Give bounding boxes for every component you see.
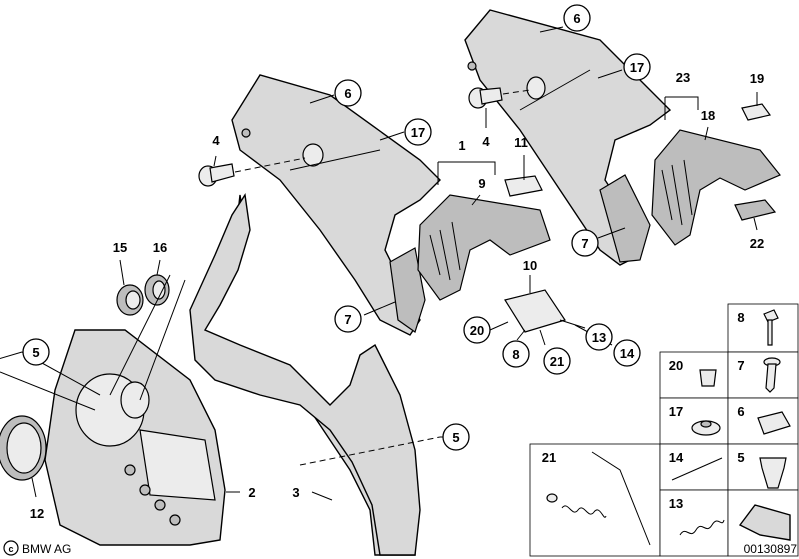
svg-text:5: 5: [452, 430, 459, 445]
grid-label-6: 6: [737, 404, 744, 419]
svg-text:13: 13: [592, 330, 606, 345]
label-9: 9: [478, 176, 485, 191]
label-22: 22: [750, 236, 764, 251]
parts-grid: 8 20 7 17 6 21 14 5 13: [529, 303, 799, 557]
svg-text:14: 14: [620, 346, 635, 361]
cover-19: [741, 103, 772, 121]
svg-text:6: 6: [573, 11, 580, 26]
copyright-icon: [3, 540, 19, 556]
side-panel-3: [189, 193, 421, 556]
svg-text:7: 7: [581, 236, 588, 251]
front-panel-2: [44, 329, 226, 546]
callout-17-right: 17: [623, 53, 651, 81]
label-16: 16: [153, 240, 167, 255]
grid-label-5: 5: [737, 450, 744, 465]
diagram-code: 00130897: [744, 542, 798, 556]
callout-17-middle: 17: [404, 118, 432, 146]
callout-20: 20: [463, 316, 491, 344]
label-11: 11: [514, 135, 528, 150]
svg-text:7: 7: [344, 312, 351, 327]
grid-label-20: 20: [669, 358, 683, 373]
callout-13: 13: [585, 323, 613, 351]
label-15: 15: [113, 240, 127, 255]
label-12: 12: [30, 506, 44, 521]
svg-text:17: 17: [411, 125, 425, 140]
grid-label-13: 13: [669, 496, 683, 511]
cover-11: [504, 175, 543, 197]
air-duct-18: [651, 129, 781, 246]
svg-text:17: 17: [630, 60, 644, 75]
fastener-4-left: [198, 163, 235, 187]
grid-label-7: 7: [737, 358, 744, 373]
brand-label: BMW AG: [22, 542, 71, 556]
grid-label-8: 8: [737, 310, 744, 325]
label-19: 19: [750, 71, 764, 86]
callout-8: 8: [502, 340, 530, 368]
svg-text:21: 21: [550, 354, 564, 369]
callout-5-right: 5: [442, 423, 470, 451]
callout-7-middle: 7: [334, 305, 362, 333]
callout-6-middle: 6: [334, 79, 362, 107]
copyright-symbol: c: [8, 544, 13, 554]
svg-text:8: 8: [512, 347, 519, 362]
label-1: 1: [458, 138, 465, 153]
svg-text:20: 20: [470, 323, 484, 338]
label-10: 10: [523, 258, 537, 273]
grommet-15: [116, 284, 144, 316]
callout-7-right: 7: [571, 229, 599, 257]
label-4-right: 4: [482, 134, 490, 149]
svg-text:5: 5: [32, 345, 39, 360]
label-2: 2: [248, 485, 255, 500]
label-4-left: 4: [212, 133, 220, 148]
label-3: 3: [292, 485, 299, 500]
svg-text:6: 6: [344, 86, 351, 101]
air-duct-9: [417, 194, 551, 301]
grid-label-17: 17: [669, 404, 683, 419]
leader-lines: [0, 26, 758, 501]
trim-panel-upper-middle: [231, 74, 441, 336]
ring-12: [0, 415, 47, 481]
grid-label-21: 21: [542, 450, 556, 465]
label-23: 23: [676, 70, 690, 85]
grid-label-14: 14: [669, 450, 684, 465]
callout-5-left: 5: [22, 338, 50, 366]
callout-14: 14: [613, 339, 641, 367]
cover-22: [734, 199, 777, 221]
callout-6-right: 6: [563, 4, 591, 32]
trim-panel-upper-right: [464, 9, 672, 266]
footer: c BMW AG 00130897: [3, 540, 798, 556]
fastener-4-right: [468, 87, 503, 109]
label-18: 18: [701, 108, 715, 123]
lid-10: [504, 289, 566, 333]
callout-21: 21: [543, 347, 571, 375]
